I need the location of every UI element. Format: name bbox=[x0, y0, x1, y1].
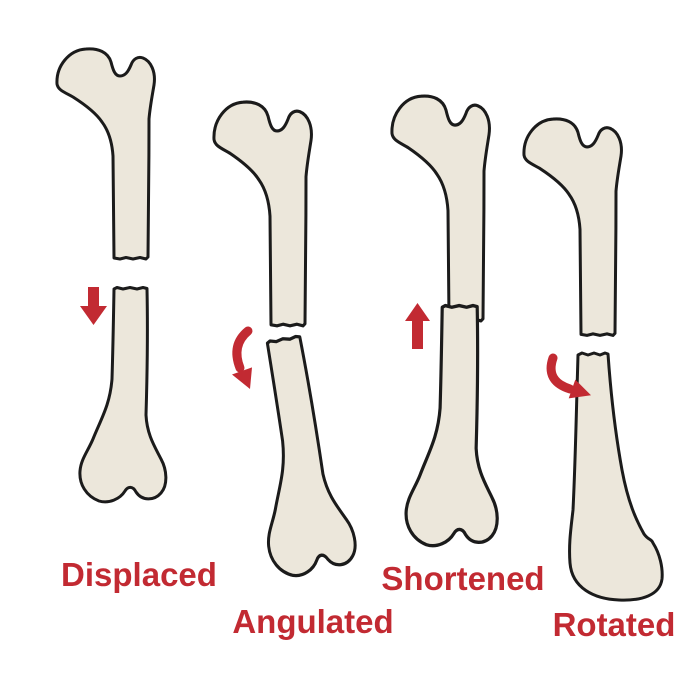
fracture-label-rotated: Rotated bbox=[553, 606, 676, 643]
femur-lower-fragment-angled bbox=[231, 330, 361, 582]
curved-right-arrow-icon bbox=[546, 353, 591, 399]
fracture-panel-shortened: Shortened bbox=[381, 94, 545, 597]
curved-down-arrow-head bbox=[232, 367, 252, 389]
femur-upper-fragment bbox=[55, 47, 156, 261]
fracture-panel-angulated: Angulated bbox=[212, 100, 394, 640]
femur-lower-fragment-rotated bbox=[568, 351, 664, 602]
curved-down-arrow-arc bbox=[232, 326, 253, 373]
fracture-label-displaced: Displaced bbox=[61, 556, 217, 593]
curved-down-arrow-icon bbox=[232, 326, 253, 389]
fracture-label-angulated: Angulated bbox=[232, 603, 393, 640]
curved-right-arrow-arc bbox=[546, 353, 575, 394]
femur-upper-fragment bbox=[390, 94, 492, 323]
femur-upper-fragment bbox=[522, 117, 623, 337]
up-arrow-icon bbox=[405, 303, 430, 349]
fracture-panel-rotated: Rotated bbox=[522, 117, 676, 643]
curved-right-arrow-head bbox=[568, 379, 591, 399]
down-arrow-icon bbox=[80, 287, 107, 325]
fracture-label-shortened: Shortened bbox=[381, 560, 544, 597]
fracture-panel-displaced: Displaced bbox=[55, 47, 217, 593]
femur-upper-fragment bbox=[212, 100, 314, 328]
